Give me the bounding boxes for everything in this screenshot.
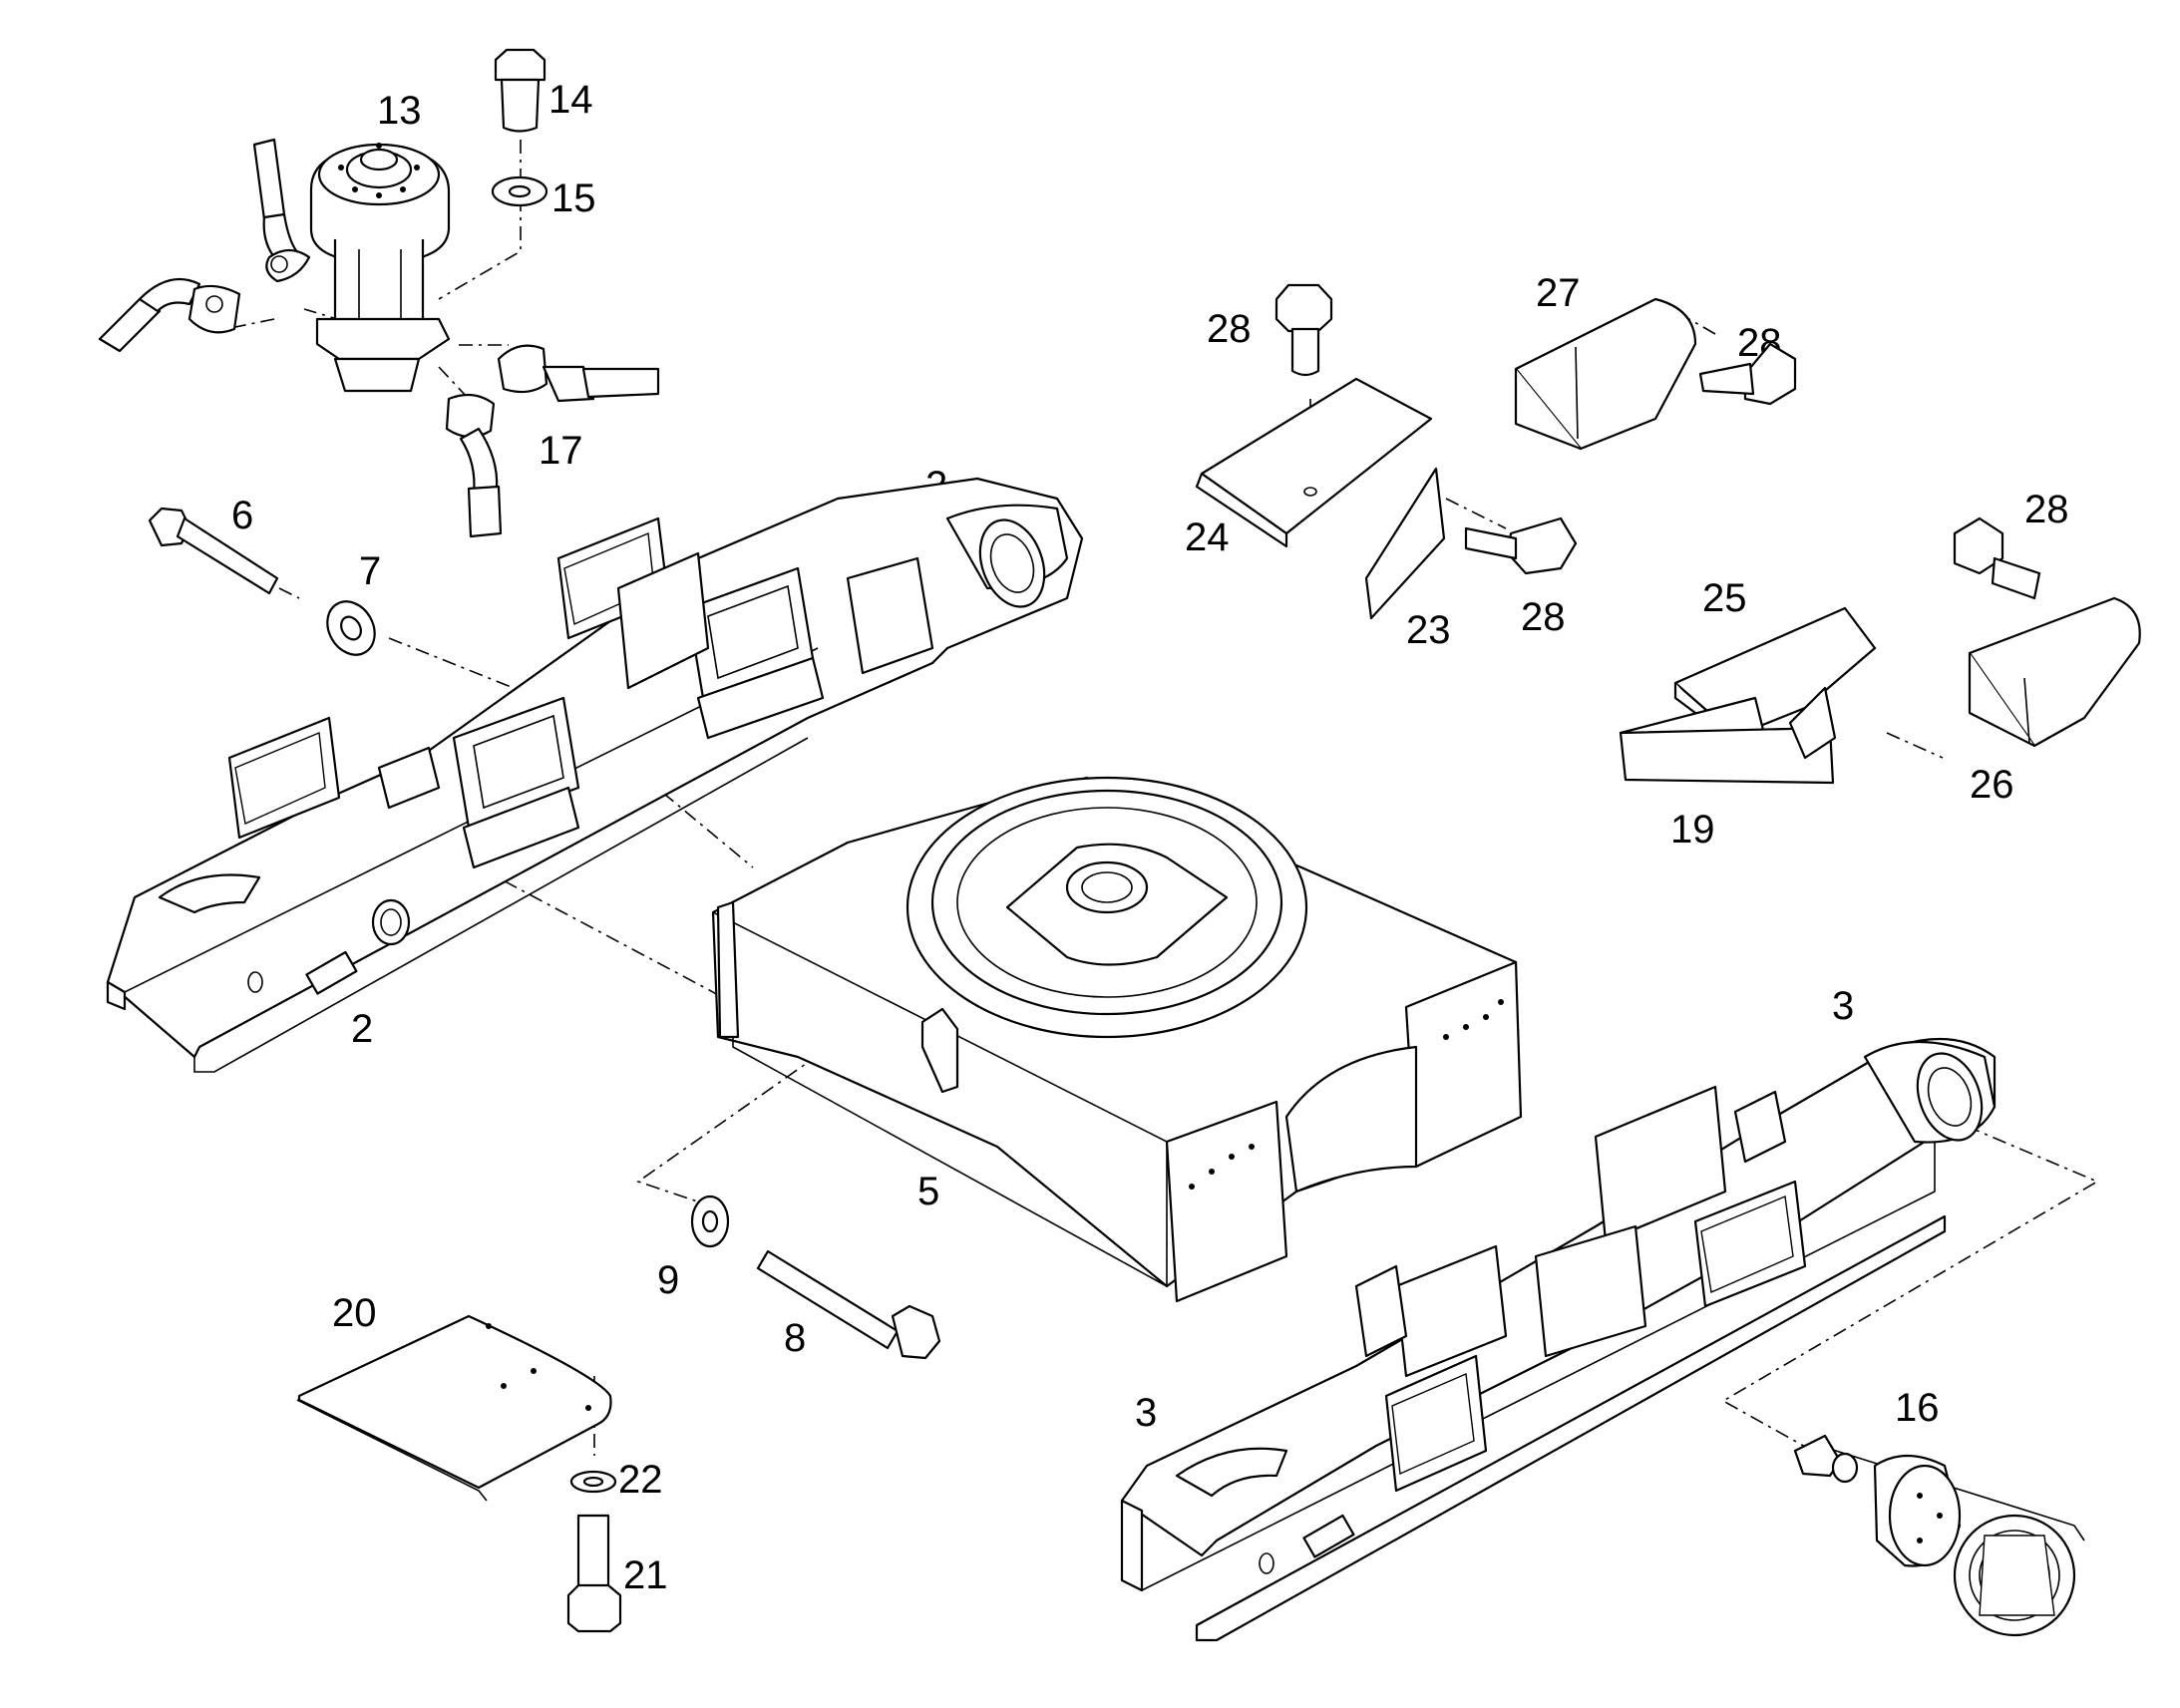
- drive-motor-16: [1793, 1434, 2085, 1637]
- callout-3-upper: 3: [1832, 984, 1854, 1028]
- washer-15: [491, 175, 548, 207]
- callout-27: 27: [1536, 271, 1581, 315]
- plate-19: [1619, 686, 1837, 785]
- callout-3-lower: 3: [1135, 1391, 1157, 1435]
- bolt-21: [566, 1514, 622, 1633]
- bolt-28-a: [1274, 283, 1333, 377]
- callout-25: 25: [1702, 576, 1747, 620]
- plate-20: [296, 1314, 612, 1502]
- callout-2-lower: 2: [351, 1007, 373, 1051]
- cover-26: [1968, 596, 2141, 748]
- rotary-joint-13: [309, 143, 451, 393]
- callout-28-d: 28: [2024, 488, 2069, 531]
- callout-20: 20: [332, 1291, 377, 1335]
- callout-16: 16: [1895, 1386, 1940, 1430]
- callout-15: 15: [551, 176, 596, 220]
- callout-14: 14: [548, 78, 593, 122]
- callout-5: 5: [917, 1170, 939, 1213]
- callout-28-c: 28: [1521, 595, 1566, 639]
- plate-23: [1364, 467, 1446, 620]
- callout-28-a: 28: [1207, 307, 1252, 351]
- hose-fittings-13: [98, 138, 660, 538]
- bolt-6: [148, 507, 279, 595]
- callout-13: 13: [377, 89, 422, 133]
- washer-9: [690, 1195, 730, 1248]
- washer-7: [326, 600, 376, 656]
- callout-26: 26: [1970, 763, 2014, 807]
- bolt-28-b: [1698, 342, 1797, 406]
- callout-19: 19: [1670, 808, 1715, 852]
- callout-8: 8: [784, 1316, 806, 1360]
- callout-21: 21: [623, 1553, 668, 1597]
- callout-labels: 13 14 15 17 6 7 2 2 28 27 28 24 23 28 28…: [231, 78, 2069, 1597]
- callout-17: 17: [539, 429, 583, 473]
- callout-7: 7: [359, 549, 381, 593]
- bolt-28-c: [1464, 516, 1578, 575]
- callout-22: 22: [618, 1458, 663, 1502]
- callout-9: 9: [657, 1258, 679, 1302]
- bolt-14: [494, 48, 546, 133]
- center-frame-5: [711, 776, 1523, 1303]
- track-frame-2: [106, 477, 1084, 1073]
- washer-22: [569, 1470, 617, 1494]
- bracket-24: [1195, 377, 1433, 548]
- cover-27: [1514, 297, 1697, 451]
- callout-24: 24: [1185, 515, 1230, 559]
- callout-23: 23: [1406, 608, 1451, 652]
- bolt-8: [756, 1249, 941, 1360]
- track-frame-3: [1120, 1037, 1997, 1642]
- bolt-28-d: [1953, 516, 2041, 600]
- callout-6: 6: [231, 494, 253, 537]
